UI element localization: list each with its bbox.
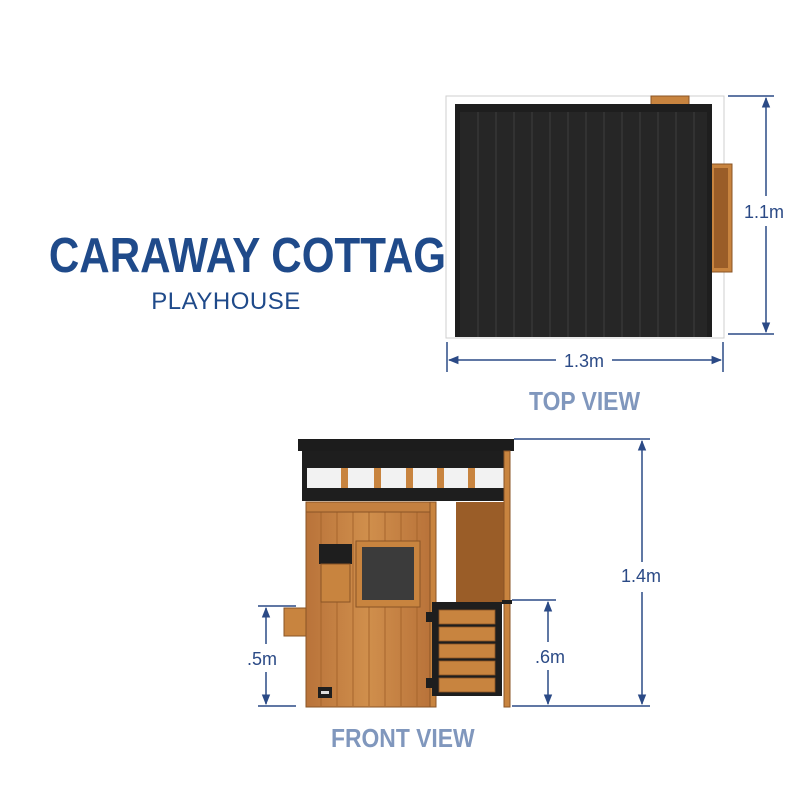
front-side-planter xyxy=(283,607,307,637)
front-view-label: FRONT VIEW xyxy=(331,723,475,753)
front-height-label: 1.4m xyxy=(621,566,661,586)
front-wall-top-trim xyxy=(305,501,431,513)
front-height-dimension: 1.4m xyxy=(512,438,661,707)
product-subtitle: PLAYHOUSE xyxy=(151,288,301,315)
top-view-drawing xyxy=(445,95,733,339)
top-width-label: 1.3m xyxy=(564,351,604,371)
top-width-dimension: 1.3m xyxy=(446,342,724,372)
front-mailbox-lid xyxy=(319,544,352,564)
top-view-side-planter-inner xyxy=(714,168,728,268)
front-roof xyxy=(298,439,514,451)
front-chalkboard xyxy=(362,547,414,600)
front-right-post xyxy=(503,450,511,708)
front-view-drawing xyxy=(283,439,514,708)
front-window-dimension: .5m xyxy=(247,605,296,707)
top-view-label: TOP VIEW xyxy=(529,386,641,416)
front-doorway-inner-wall xyxy=(456,502,504,602)
top-view-roof-panel xyxy=(460,112,707,337)
front-gate-hinge-top xyxy=(426,612,432,622)
top-view-roof-seams xyxy=(477,112,695,337)
front-window-height-label: .5m xyxy=(247,649,277,669)
front-gate-latch xyxy=(502,600,512,604)
front-upper-slats xyxy=(341,462,475,494)
front-gate-hinge-bottom xyxy=(426,678,432,688)
top-depth-dimension: 1.1m xyxy=(728,95,784,335)
front-gate-dimension: .6m xyxy=(512,599,565,706)
front-mailbox-body xyxy=(320,563,351,603)
front-gate-height-label: .6m xyxy=(535,647,565,667)
top-depth-label: 1.1m xyxy=(744,202,784,222)
front-gate-slats xyxy=(438,609,496,693)
